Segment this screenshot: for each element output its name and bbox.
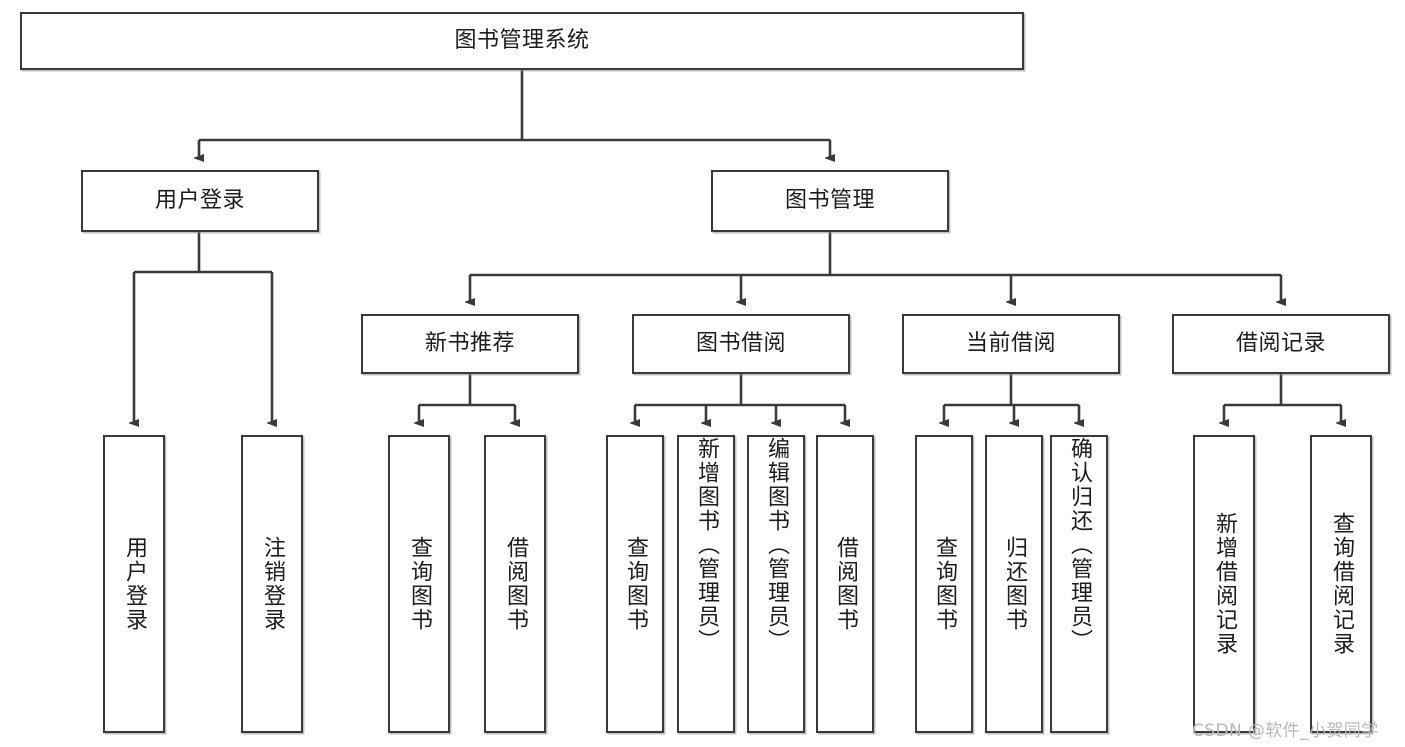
leaf-query-borrow-record-label: 查询借阅记录 [1328,512,1354,656]
leaf-add-book-admin-label: 新增图书（管理员） [693,437,719,653]
node-new-book-recommend[interactable]: 新书推荐 [361,314,579,374]
leaf-logout-login-label: 注销登录 [259,536,285,632]
node-root[interactable]: 图书管理系统 [20,12,1024,70]
leaf-query-book-current[interactable]: 查询图书 [915,435,973,733]
leaf-query-book-borrow[interactable]: 查询图书 [606,435,664,733]
watermark: CSDN @软件_小贺同学 [1192,721,1379,741]
leaf-add-borrow-record-label: 新增借阅记录 [1211,512,1237,656]
leaf-logout-login[interactable]: 注销登录 [241,435,303,733]
node-book-management-label: 图书管理 [784,188,875,214]
leaf-edit-book-admin-label: 编辑图书（管理员） [763,437,789,653]
leaf-borrow-book-recommend[interactable]: 借阅图书 [484,435,546,733]
node-borrow-record[interactable]: 借阅记录 [1172,314,1390,374]
leaf-query-book-borrow-label: 查询图书 [622,536,648,632]
leaf-edit-book-admin[interactable]: 编辑图书（管理员） [747,435,805,733]
node-book-management[interactable]: 图书管理 [711,170,949,232]
node-current-borrow[interactable]: 当前借阅 [902,314,1120,374]
leaf-user-login[interactable]: 用户登录 [103,435,165,733]
node-borrow-record-label: 借阅记录 [1235,331,1326,357]
leaf-confirm-return-admin-label: 确认归还（管理员） [1066,437,1092,653]
node-current-borrow-label: 当前借阅 [965,331,1056,357]
leaf-return-book[interactable]: 归还图书 [985,435,1043,733]
node-new-book-recommend-label: 新书推荐 [424,331,515,357]
leaf-borrow-book-recommend-label: 借阅图书 [502,536,528,632]
leaf-query-borrow-record[interactable]: 查询借阅记录 [1310,435,1372,733]
node-book-borrow[interactable]: 图书借阅 [632,314,850,374]
node-user-login[interactable]: 用户登录 [81,170,319,232]
node-book-borrow-label: 图书借阅 [695,331,786,357]
leaf-query-book-recommend-label: 查询图书 [406,536,432,632]
leaf-user-login-label: 用户登录 [121,536,147,632]
leaf-borrow-book-label: 借阅图书 [832,536,858,632]
leaf-query-book-current-label: 查询图书 [931,536,957,632]
node-user-login-label: 用户登录 [154,188,245,214]
leaf-add-book-admin[interactable]: 新增图书（管理员） [677,435,735,733]
leaf-add-borrow-record[interactable]: 新增借阅记录 [1193,435,1255,733]
node-root-label: 图书管理系统 [454,28,590,54]
leaf-query-book-recommend[interactable]: 查询图书 [388,435,450,733]
leaf-confirm-return-admin[interactable]: 确认归还（管理员） [1050,435,1108,733]
leaf-borrow-book[interactable]: 借阅图书 [816,435,874,733]
leaf-return-book-label: 归还图书 [1001,536,1027,632]
